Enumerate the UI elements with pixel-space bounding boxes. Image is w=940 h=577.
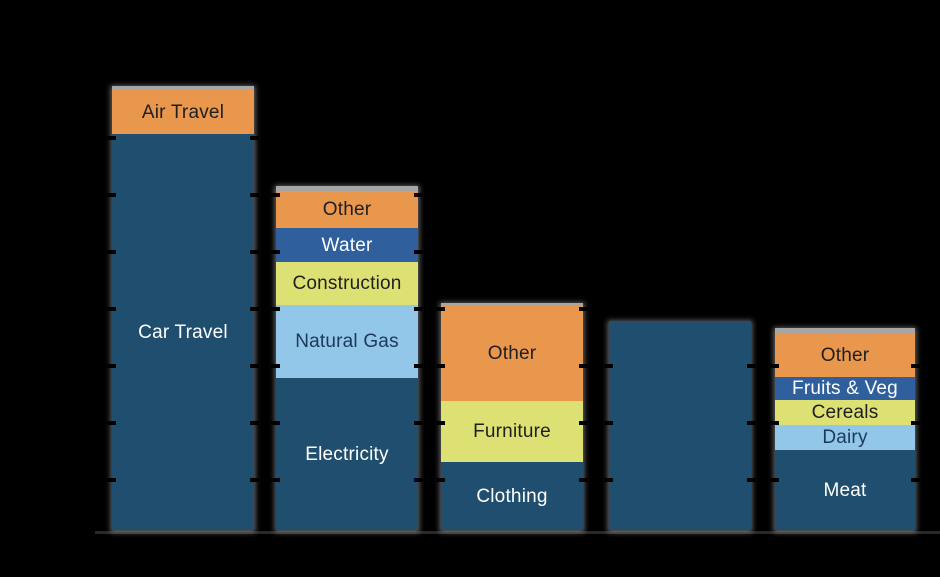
bar-5-segment-other: Other xyxy=(775,334,915,377)
bar-4-segment-1 xyxy=(609,321,751,530)
gridline-tick xyxy=(414,478,423,482)
segment-label: Other xyxy=(322,199,372,220)
bar-2-segment-water: Water xyxy=(276,228,418,262)
gridline-tick xyxy=(436,307,445,311)
segment-label: Furniture xyxy=(473,421,551,442)
gridline-tick xyxy=(107,136,116,140)
gridline-tick xyxy=(604,364,613,368)
gridline-tick xyxy=(271,307,280,311)
segment-label: Dairy xyxy=(822,427,868,448)
gridline-tick xyxy=(414,364,423,368)
gridline-tick xyxy=(107,250,116,254)
gridline-tick xyxy=(911,478,920,482)
gridline-tick xyxy=(579,478,588,482)
segment-label: Electricity xyxy=(305,443,389,465)
bar-5-segment-cereals: Cereals xyxy=(775,400,915,425)
gridline-tick xyxy=(107,193,116,197)
gridline-tick xyxy=(107,478,116,482)
gridline-tick xyxy=(271,250,280,254)
gridline-tick xyxy=(250,364,259,368)
gridline-tick xyxy=(271,193,280,197)
gridline-tick xyxy=(579,307,588,311)
gridline-tick xyxy=(770,478,779,482)
gridline-tick xyxy=(414,307,423,311)
bar-1-segment-1 xyxy=(112,86,254,90)
segment-label: Cereals xyxy=(811,402,879,423)
segment-label: Other xyxy=(820,345,870,366)
gridline-tick xyxy=(271,478,280,482)
gridline-tick xyxy=(271,364,280,368)
gridline-tick xyxy=(107,307,116,311)
gridline-tick xyxy=(911,364,920,368)
segment-label: Air Travel xyxy=(141,101,225,123)
gridline-tick xyxy=(604,478,613,482)
gridline-tick xyxy=(579,364,588,368)
gridline-tick xyxy=(604,421,613,425)
gridline-tick xyxy=(414,421,423,425)
gridline-tick xyxy=(250,307,259,311)
gridline-tick xyxy=(250,478,259,482)
gridline-tick xyxy=(414,250,423,254)
segment-label: Natural Gas xyxy=(295,331,399,352)
bar-3-segment-1 xyxy=(441,303,583,306)
gridline-tick xyxy=(770,364,779,368)
x-axis-baseline xyxy=(95,531,940,534)
gridline-tick xyxy=(414,193,423,197)
bar-2-segment-other: Other xyxy=(276,191,418,228)
bar-2-segment-electricity: Electricity xyxy=(276,378,418,530)
bar-4 xyxy=(609,321,751,530)
gridline-tick xyxy=(747,421,756,425)
segment-label: Clothing xyxy=(476,485,548,507)
gridline-tick xyxy=(250,421,259,425)
bar-5-segment-fruits-veg: Fruits & Veg xyxy=(775,377,915,400)
gridline-tick xyxy=(436,478,445,482)
bar-2-segment-1 xyxy=(276,186,418,191)
bar-5-segment-meat: Meat xyxy=(775,450,915,530)
bar-5-segment-1 xyxy=(775,328,915,334)
bar-3-segment-other: Other xyxy=(441,306,583,401)
gridline-tick xyxy=(107,364,116,368)
gridline-tick xyxy=(271,421,280,425)
segment-label: Other xyxy=(487,343,537,364)
gridline-tick xyxy=(747,364,756,368)
segment-label: Meat xyxy=(823,479,867,501)
gridline-tick xyxy=(250,193,259,197)
gridline-tick xyxy=(747,478,756,482)
bar-3-segment-clothing: Clothing xyxy=(441,462,583,530)
gridline-tick xyxy=(250,250,259,254)
bar-2-segment-construction: Construction xyxy=(276,262,418,305)
gridline-tick xyxy=(436,364,445,368)
gridline-tick xyxy=(911,421,920,425)
gridline-tick xyxy=(770,421,779,425)
segment-label: Water xyxy=(321,234,373,256)
segment-label: Car Travel xyxy=(138,321,228,343)
segment-label: Fruits & Veg xyxy=(792,378,898,399)
gridline-tick xyxy=(250,136,259,140)
segment-label: Construction xyxy=(292,273,402,294)
bar-1-segment-air-travel: Air Travel xyxy=(112,90,254,134)
gridline-tick xyxy=(579,421,588,425)
gridline-tick xyxy=(107,421,116,425)
bar-1-segment-car-travel: Car Travel xyxy=(112,134,254,530)
bar-5-segment-dairy: Dairy xyxy=(775,425,915,450)
bar-2-segment-natural-gas: Natural Gas xyxy=(276,305,418,378)
gridline-tick xyxy=(436,421,445,425)
bar-3-segment-furniture: Furniture xyxy=(441,401,583,462)
